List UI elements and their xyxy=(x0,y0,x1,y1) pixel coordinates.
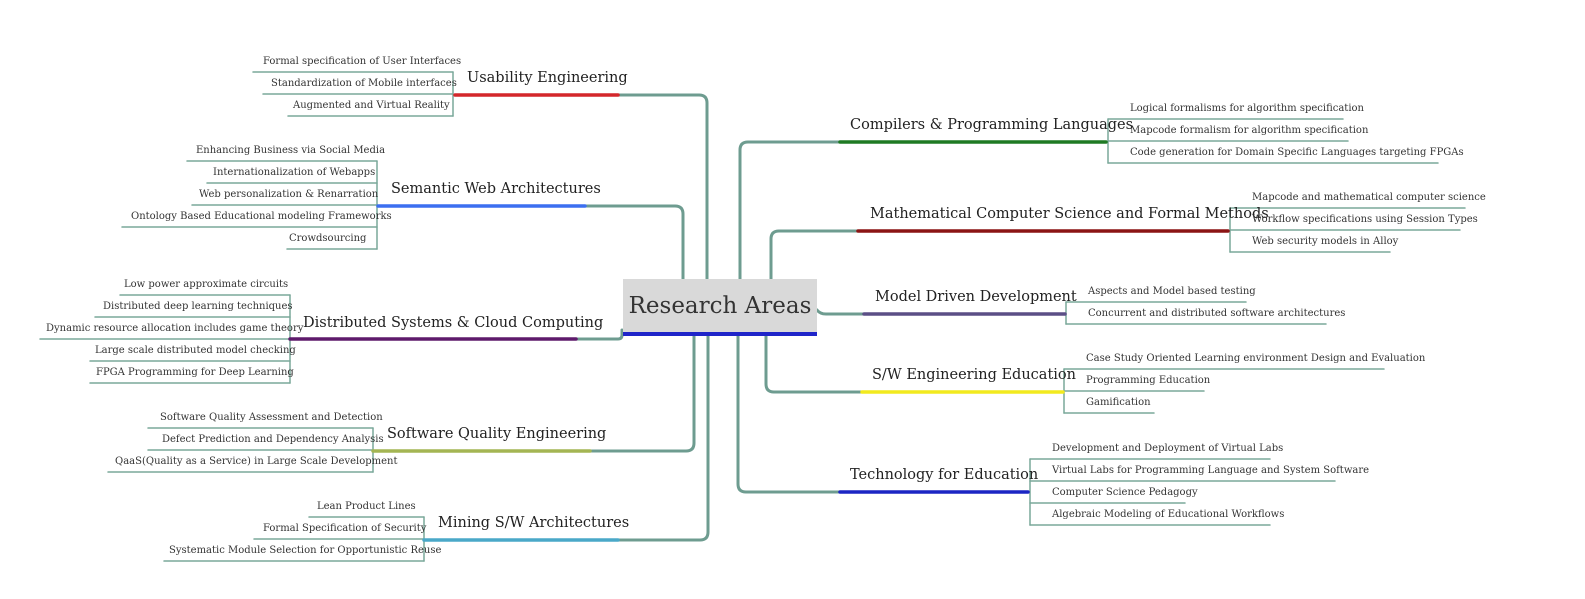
usability-trunk-connector xyxy=(616,93,709,281)
quality-leaf-2[interactable]: QaaS(Quality as a Service) in Large Scal… xyxy=(115,456,398,467)
root-node[interactable]: Research Areas xyxy=(623,279,817,336)
mdd-leaf-0[interactable]: Aspects and Model based testing xyxy=(1088,286,1256,297)
quality-branch-label[interactable]: Software Quality Engineering xyxy=(387,426,607,442)
compilers-leaf-0[interactable]: Logical formalisms for algorithm specifi… xyxy=(1130,103,1364,114)
compilers-leaf-2[interactable]: Code generation for Domain Specific Lang… xyxy=(1130,147,1464,158)
semantic-leaf-4[interactable]: Crowdsourcing xyxy=(289,233,367,244)
distributed-leaf-0[interactable]: Low power approximate circuits xyxy=(124,279,289,290)
connectors xyxy=(39,71,1466,562)
swedu-leaf-0[interactable]: Case Study Oriented Learning environment… xyxy=(1086,353,1426,364)
distributed-leaf-2[interactable]: Dynamic resource allocation includes gam… xyxy=(46,323,304,334)
quality-leaf-0[interactable]: Software Quality Assessment and Detectio… xyxy=(160,412,383,423)
techedu-trunk-connector xyxy=(736,334,842,494)
quality-trunk-connector xyxy=(588,334,696,453)
distributed-branch-label[interactable]: Distributed Systems & Cloud Computing xyxy=(303,315,604,331)
mathcs-leaf-0[interactable]: Mapcode and mathematical computer scienc… xyxy=(1252,192,1486,203)
compilers-leaf-1[interactable]: Mapcode formalism for algorithm specific… xyxy=(1130,125,1369,136)
techedu-leaf-0[interactable]: Development and Deployment of Virtual La… xyxy=(1052,443,1284,454)
semantic-leaf-1[interactable]: Internationalization of Webapps xyxy=(213,167,376,178)
mdd-leaf-1[interactable]: Concurrent and distributed software arch… xyxy=(1088,308,1346,319)
mathcs-trunk-connector xyxy=(769,229,860,281)
swedu-leaf-2[interactable]: Gamification xyxy=(1086,397,1151,408)
semantic-trunk-connector xyxy=(583,204,685,281)
semantic-leaf-0[interactable]: Enhancing Business via Social Media xyxy=(196,145,386,156)
mining-leaf-1[interactable]: Formal Specification of Security xyxy=(263,523,427,534)
compilers-trunk-connector xyxy=(738,140,842,281)
techedu-leaf-2[interactable]: Computer Science Pedagogy xyxy=(1052,487,1198,498)
semantic-leaf-3[interactable]: Ontology Based Educational modeling Fram… xyxy=(131,211,392,222)
distributed-trunk-connector xyxy=(574,328,624,341)
mining-branch-label[interactable]: Mining S/W Architectures xyxy=(438,515,630,531)
distributed-leaf-1[interactable]: Distributed deep learning techniques xyxy=(103,301,293,312)
quality-leaf-1[interactable]: Defect Prediction and Dependency Analysi… xyxy=(162,434,384,445)
mdd-branch-label[interactable]: Model Driven Development xyxy=(875,289,1077,305)
mathcs-branch-label[interactable]: Mathematical Computer Science and Formal… xyxy=(870,206,1269,222)
mdd-trunk-connector xyxy=(815,308,866,316)
techedu-leaf-1[interactable]: Virtual Labs for Programming Language an… xyxy=(1052,465,1370,476)
usability-branch-label[interactable]: Usability Engineering xyxy=(467,70,628,86)
usability-leaf-2[interactable]: Augmented and Virtual Reality xyxy=(293,100,450,111)
mining-leaf-0[interactable]: Lean Product Lines xyxy=(317,501,416,512)
distributed-leaf-4[interactable]: FPGA Programming for Deep Learning xyxy=(96,367,294,378)
compilers-branch-label[interactable]: Compilers & Programming Languages xyxy=(850,117,1134,133)
semantic-leaf-2[interactable]: Web personalization & Renarration xyxy=(199,189,379,200)
root-label: Research Areas xyxy=(628,292,812,319)
swedu-leaf-1[interactable]: Programming Education xyxy=(1086,375,1211,386)
semantic-branch-label[interactable]: Semantic Web Architectures xyxy=(391,181,601,197)
mathcs-leaf-1[interactable]: Workflow specifications using Session Ty… xyxy=(1252,214,1478,225)
distributed-leaf-3[interactable]: Large scale distributed model checking xyxy=(95,345,296,356)
branch-underlines xyxy=(288,93,1230,542)
usability-leaf-1[interactable]: Standardization of Mobile interfaces xyxy=(271,78,457,89)
techedu-leaf-3[interactable]: Algebraic Modeling of Educational Workfl… xyxy=(1052,509,1285,520)
mathcs-leaf-2[interactable]: Web security models in Alloy xyxy=(1252,236,1399,247)
mining-leaf-2[interactable]: Systematic Module Selection for Opportun… xyxy=(169,545,442,556)
swedu-trunk-connector xyxy=(764,334,864,394)
techedu-branch-label[interactable]: Technology for Education xyxy=(850,467,1039,483)
swedu-branch-label[interactable]: S/W Engineering Education xyxy=(872,367,1076,383)
mining-trunk-connector xyxy=(616,334,710,542)
usability-leaf-0[interactable]: Formal specification of User Interfaces xyxy=(263,56,462,67)
